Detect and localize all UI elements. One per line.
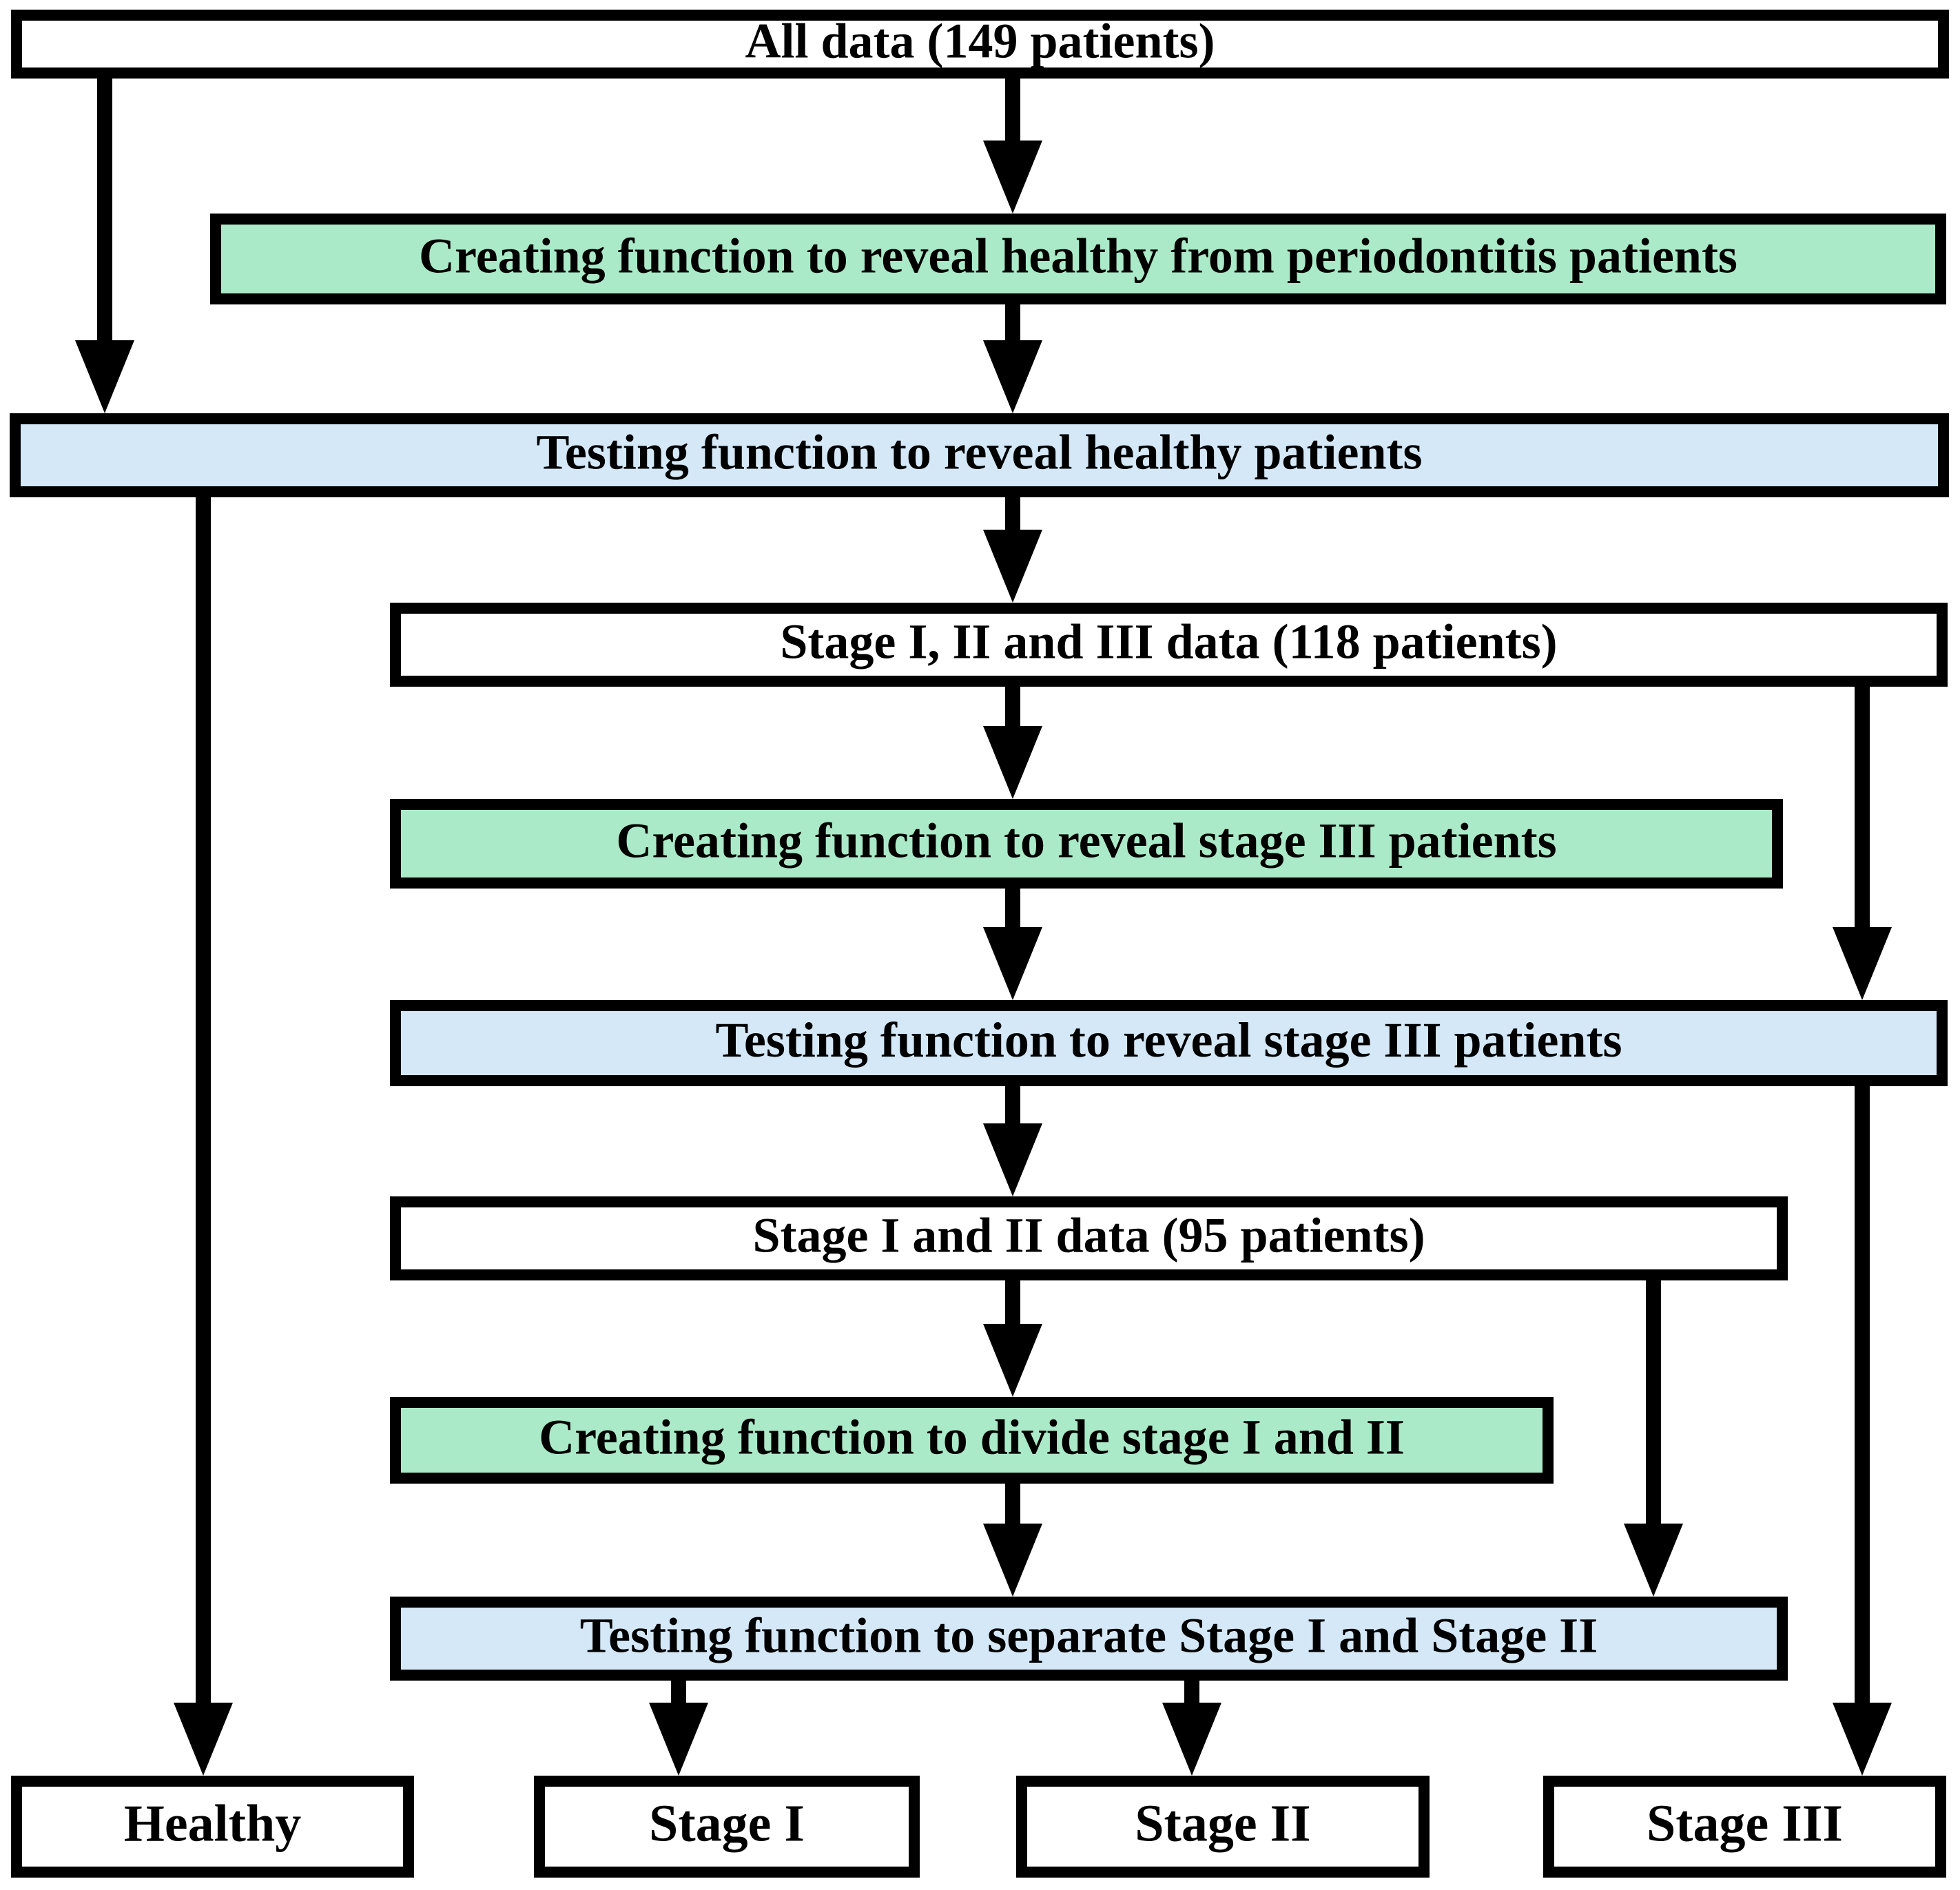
nodes-layer: All data (149 patients) Creating function…	[10, 10, 1949, 1878]
arrow-head-icon	[1624, 1524, 1683, 1597]
node-box-creating	[390, 1397, 1554, 1484]
flow-arrow	[174, 497, 233, 1776]
flow-arrow	[983, 687, 1042, 799]
flow-arrow	[983, 1086, 1042, 1196]
node-outcome-stage2[interactable]: Stage II	[1016, 1776, 1430, 1878]
arrow-head-icon	[983, 1123, 1042, 1196]
node-box-testing	[390, 1597, 1788, 1681]
node-label: Stage II	[1135, 1794, 1310, 1852]
node-box-data	[390, 603, 1948, 687]
flow-arrow	[1162, 1681, 1221, 1776]
node-label: Stage I and II data (95 patients)	[752, 1208, 1425, 1263]
node-box-data	[11, 10, 1949, 79]
node-box-creating	[210, 214, 1946, 304]
node-testing-stage3[interactable]: Testing function to reveal stage III pat…	[390, 1000, 1948, 1086]
node-label: Stage I	[649, 1794, 805, 1852]
arrow-head-icon	[983, 927, 1042, 1000]
node-box-creating	[390, 799, 1783, 889]
arrow-head-icon	[983, 1524, 1042, 1597]
arrow-head-icon	[983, 340, 1042, 413]
flow-arrow	[983, 1484, 1042, 1597]
node-creating-stage3[interactable]: Creating function to reveal stage III pa…	[390, 799, 1783, 889]
arrow-head-icon	[1833, 927, 1892, 1000]
node-outcome-healthy[interactable]: Healthy	[11, 1776, 414, 1878]
node-stage-123-data[interactable]: Stage I, II and III data (118 patients)	[390, 603, 1948, 687]
node-label: Testing function to reveal stage III pat…	[715, 1013, 1622, 1068]
node-stage-12-data[interactable]: Stage I and II data (95 patients)	[390, 1196, 1788, 1280]
node-outcome-stage1[interactable]: Stage I	[534, 1776, 920, 1878]
flow-arrow	[983, 304, 1042, 413]
node-label: Testing function to reveal healthy patie…	[536, 425, 1422, 480]
node-label: All data (149 patients)	[745, 14, 1215, 69]
node-box-outcome	[1543, 1776, 1946, 1878]
node-label: Creating function to reveal healthy from…	[419, 229, 1737, 284]
node-label: Stage III	[1647, 1794, 1843, 1852]
node-box-testing	[390, 1000, 1948, 1086]
arrow-head-icon	[983, 141, 1042, 214]
arrow-head-icon	[1162, 1703, 1221, 1776]
arrow-head-icon	[983, 726, 1042, 799]
node-box-outcome	[1016, 1776, 1430, 1878]
node-outcome-stage3[interactable]: Stage III	[1543, 1776, 1946, 1878]
node-label: Healthy	[124, 1794, 302, 1852]
node-box-data	[390, 1196, 1788, 1280]
node-creating-healthy[interactable]: Creating function to reveal healthy from…	[210, 214, 1946, 304]
flow-arrow	[983, 79, 1042, 214]
flow-arrow	[75, 79, 134, 413]
arrow-head-icon	[983, 530, 1042, 603]
flow-arrow	[649, 1681, 708, 1776]
edges-layer	[75, 79, 1892, 1776]
flow-arrow	[983, 497, 1042, 603]
arrow-head-icon	[983, 1324, 1042, 1397]
arrow-head-icon	[1833, 1703, 1892, 1776]
node-creating-divide[interactable]: Creating function to divide stage I and …	[390, 1397, 1554, 1484]
node-box-outcome	[11, 1776, 414, 1878]
node-testing-healthy[interactable]: Testing function to reveal healthy patie…	[10, 413, 1949, 497]
flow-arrow	[1624, 1280, 1683, 1597]
flow-arrow	[983, 889, 1042, 1000]
arrow-head-icon	[75, 340, 134, 413]
node-label: Testing function to separate Stage I and…	[580, 1608, 1598, 1663]
arrow-head-icon	[174, 1703, 233, 1776]
flow-arrow	[1833, 1086, 1892, 1776]
node-label: Stage I, II and III data (118 patients)	[780, 614, 1557, 669]
node-all-data[interactable]: All data (149 patients)	[11, 10, 1949, 79]
flow-arrow	[1833, 687, 1892, 1000]
node-label: Creating function to reveal stage III pa…	[616, 813, 1556, 869]
arrow-head-icon	[649, 1703, 708, 1776]
node-testing-separate[interactable]: Testing function to separate Stage I and…	[390, 1597, 1788, 1681]
node-box-testing	[10, 413, 1949, 497]
flow-arrow	[983, 1280, 1042, 1397]
node-box-outcome	[534, 1776, 920, 1878]
node-label: Creating function to divide stage I and …	[539, 1410, 1405, 1465]
